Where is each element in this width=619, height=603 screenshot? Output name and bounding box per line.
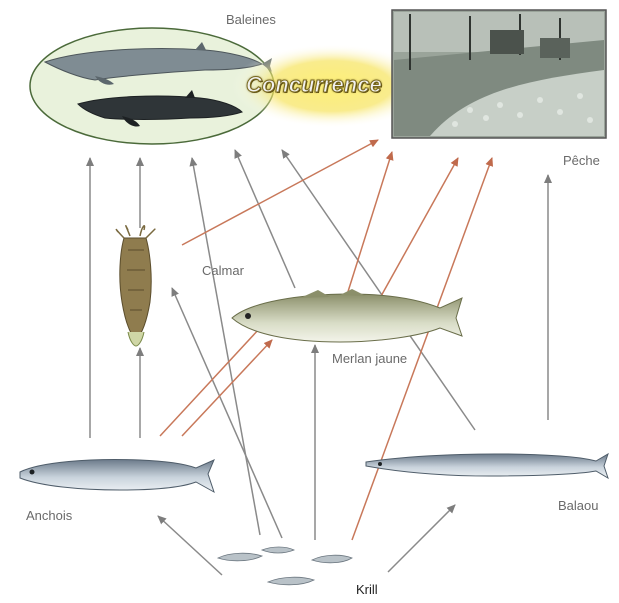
label-balaou: Balaou	[558, 498, 598, 513]
arrow	[388, 505, 455, 572]
arrow	[160, 315, 272, 436]
arrow	[235, 150, 295, 288]
label-concurrence: Concurrence	[246, 72, 382, 98]
arrow	[158, 516, 222, 575]
arrow	[182, 140, 378, 245]
label-calmar: Calmar	[202, 263, 244, 278]
arrow	[282, 150, 475, 430]
arrow	[380, 158, 458, 298]
anchois-illustration	[20, 460, 214, 493]
label-merlan-jaune: Merlan jaune	[332, 351, 407, 366]
balaou-illustration	[366, 454, 608, 478]
label-anchois: Anchois	[26, 508, 72, 523]
label-baleines: Baleines	[226, 12, 276, 27]
arrow	[352, 158, 492, 540]
gray-arrows	[90, 150, 548, 575]
calmar-illustration	[116, 226, 155, 346]
krill-illustration	[218, 547, 352, 585]
label-peche: Pêche	[563, 153, 600, 168]
peche-photo	[392, 10, 606, 138]
label-krill: Krill	[356, 582, 378, 597]
